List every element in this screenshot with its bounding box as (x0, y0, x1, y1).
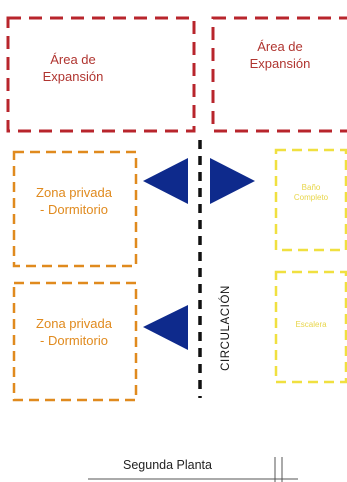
bathroom-zone-outline (274, 148, 347, 252)
expansion-zone-left-outline (6, 16, 196, 133)
private-top-line1: Zona privada (36, 185, 112, 200)
plan-title: Segunda Planta (123, 458, 212, 472)
arrow-left-top (143, 158, 188, 204)
private-zone-bottom-label: Zona privada - Dormitorio (16, 316, 132, 350)
expansion-left-line1: Área de (50, 52, 96, 67)
arrow-right-top (210, 158, 255, 204)
stairs-zone-outline (274, 270, 347, 384)
private-zone-bottom-outline (12, 281, 138, 402)
private-top-line2: - Dormitorio (40, 201, 108, 217)
bathroom-line1: Baño (301, 183, 321, 192)
expansion-right-line1: Área de (257, 39, 303, 54)
private-zone-top-outline (12, 150, 138, 268)
bathroom-zone-label: Baño Completo (276, 183, 346, 204)
expansion-zone-right-label: Área de Expansión (230, 39, 330, 73)
stairs-zone-label: Escalera (276, 320, 346, 330)
private-zone-top-label: Zona privada - Dormitorio (16, 185, 132, 219)
expansion-right-line2: Expansión (249, 55, 311, 71)
arrow-left-bottom (143, 305, 188, 350)
private-bottom-line2: - Dormitorio (40, 332, 108, 348)
expansion-left-line2: Expansión (42, 68, 104, 84)
private-bottom-line1: Zona privada (36, 316, 112, 331)
expansion-zone-right-outline (211, 16, 347, 133)
stairs-line1: Escalera (295, 320, 327, 329)
bathroom-line2: Completo (293, 193, 329, 203)
expansion-zone-left-label: Área de Expansión (18, 52, 128, 86)
circulation-label: CIRCULACIÓN (220, 285, 232, 371)
